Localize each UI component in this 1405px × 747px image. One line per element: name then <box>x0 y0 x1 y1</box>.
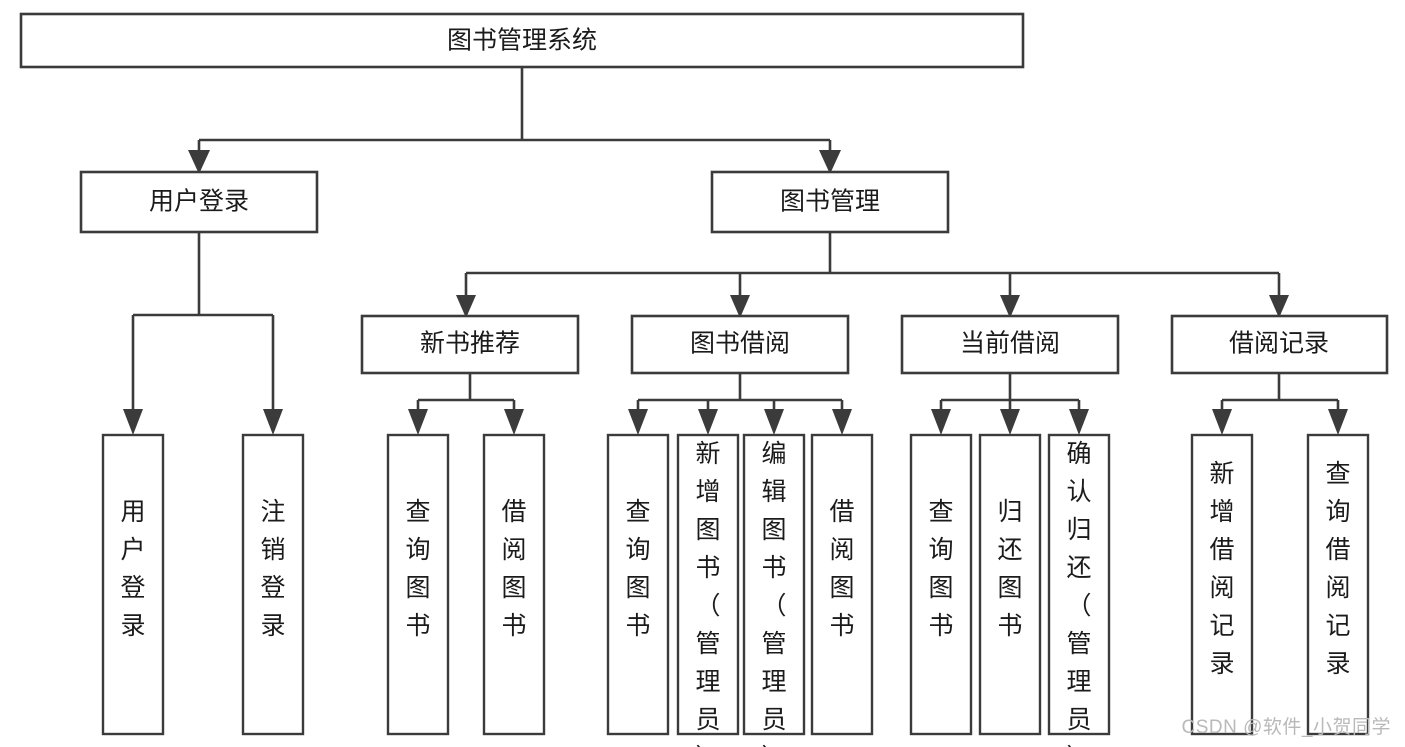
node-book-borrow[interactable]: 图书借阅 <box>630 314 850 375</box>
node-root-label: 图书管理系统 <box>447 27 597 55</box>
node-root[interactable]: 图书管理系统 <box>19 12 1025 69</box>
leaf-node-return-book[interactable]: 归还图书 <box>978 433 1042 736</box>
node-user-login[interactable]: 用户登录 <box>79 170 319 234</box>
leaf-node-logout-login[interactable]: 注销登录 <box>241 433 305 736</box>
arrowhead-leaf-edit-book <box>764 409 784 435</box>
leaf-node-query-book-1[interactable]: 查询图书 <box>386 433 450 736</box>
arrowhead-leaf-borrow-book-2 <box>832 409 852 435</box>
leaf-node-query-book-1-label: 查询图书 <box>405 498 430 640</box>
leaf-node-user-login[interactable]: 用户登录 <box>101 433 165 736</box>
leaf-node-confirm-return-admin-label: 确认归还（管理员） <box>1066 440 1091 747</box>
leaf-node-confirm-return-admin[interactable]: 确认归还（管理员） <box>1047 433 1111 747</box>
leaf-node-user-login-label: 用户登录 <box>120 498 145 640</box>
leaf-node-add-book-admin[interactable]: 新增图书（管理员） <box>676 433 740 747</box>
leaf-node-return-book-label: 归还图书 <box>997 498 1022 640</box>
leaf-node-query-book-3-label: 查询图书 <box>928 498 953 640</box>
arrowhead-book-borrow <box>730 295 750 318</box>
leaf-node-query-book-2[interactable]: 查询图书 <box>606 433 670 736</box>
arrowhead-leaf-add-book <box>698 409 718 435</box>
arrowhead-leaf-query-book-1 <box>408 409 428 435</box>
node-new-book-recommend[interactable]: 新书推荐 <box>360 314 580 375</box>
leaf-node-edit-book-admin-label: 编辑图书（管理员） <box>761 440 786 747</box>
leaf-node-query-borrow-record-label: 查询借阅记录 <box>1325 460 1350 678</box>
arrowhead-borrow-record <box>1269 295 1289 318</box>
node-borrow-record-label: 借阅记录 <box>1229 330 1329 358</box>
arrowhead-leaf-logout <box>263 409 283 435</box>
arrowhead-leaf-borrow-book-1 <box>504 409 524 435</box>
leaf-node-borrow-book-1-label: 借阅图书 <box>501 498 526 640</box>
node-book-management[interactable]: 图书管理 <box>710 170 950 234</box>
leaf-node-add-book-admin-label: 新增图书（管理员） <box>695 440 720 747</box>
arrowhead-new-book-recommend <box>456 295 476 318</box>
leaf-node-add-borrow-record-label: 新增借阅记录 <box>1209 460 1234 678</box>
node-borrow-record[interactable]: 借阅记录 <box>1170 314 1389 375</box>
leaf-node-query-book-3[interactable]: 查询图书 <box>909 433 973 736</box>
leaf-node-query-book-2-label: 查询图书 <box>625 498 650 640</box>
leaf-node-add-borrow-record[interactable]: 新增借阅记录 <box>1190 433 1254 736</box>
arrowhead-leaf-query-record <box>1328 409 1348 435</box>
node-user-login-label: 用户登录 <box>149 188 249 216</box>
arrowhead-current-borrow <box>1000 295 1020 318</box>
arrowhead-leaf-return-book <box>1000 409 1020 435</box>
arrowhead-book-management <box>819 150 841 174</box>
node-current-borrow[interactable]: 当前借阅 <box>900 314 1120 375</box>
leaf-node-logout-login-label: 注销登录 <box>260 498 285 640</box>
arrowhead-leaf-user-login <box>123 409 143 435</box>
node-current-borrow-label: 当前借阅 <box>960 330 1060 358</box>
arrowhead-user-login <box>188 150 210 174</box>
leaf-node-borrow-book-2-label: 借阅图书 <box>829 498 854 640</box>
node-book-borrow-label: 图书借阅 <box>690 330 790 358</box>
arrowhead-leaf-add-record <box>1212 409 1232 435</box>
leaf-node-query-borrow-record[interactable]: 查询借阅记录 <box>1306 433 1370 736</box>
leaf-node-borrow-book-2[interactable]: 借阅图书 <box>810 433 874 736</box>
arrowhead-leaf-query-book-2 <box>628 409 648 435</box>
arrowhead-leaf-confirm-return <box>1069 409 1089 435</box>
node-new-book-recommend-label: 新书推荐 <box>420 330 520 358</box>
leaf-node-borrow-book-1[interactable]: 借阅图书 <box>482 433 546 736</box>
leaf-node-edit-book-admin[interactable]: 编辑图书（管理员） <box>742 433 806 747</box>
connector-layer <box>123 67 1348 435</box>
node-book-management-label: 图书管理 <box>780 188 880 216</box>
arrowhead-leaf-query-book-3 <box>931 409 951 435</box>
